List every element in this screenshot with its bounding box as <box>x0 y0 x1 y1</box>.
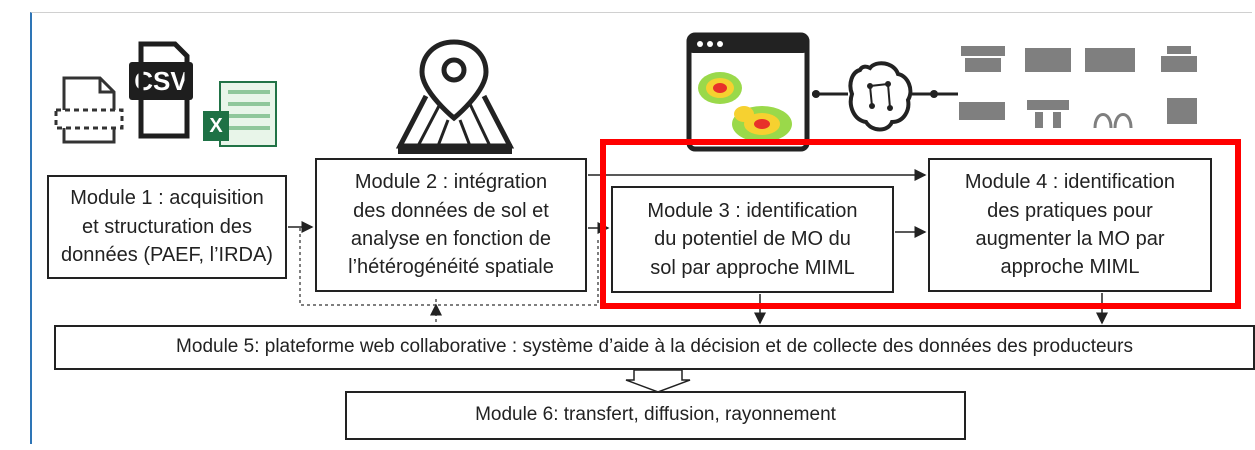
module-5-box: Module 5: plateforme web collaborative :… <box>54 325 1255 370</box>
hollow-down-arrow <box>625 369 691 393</box>
csv-file-icon <box>138 41 190 139</box>
module-6-box: Module 6: transfert, diffusion, rayonnem… <box>345 391 966 440</box>
diagram-frame <box>30 12 1252 444</box>
module-1-box: Module 1 : acquisition et structuration … <box>47 175 287 279</box>
farm-practices-icons <box>959 46 1197 129</box>
highlight-rectangle <box>600 139 1241 309</box>
ai-brain-icon <box>812 61 958 132</box>
file-icon <box>54 76 124 144</box>
module-3-box: Module 3 : identification du potentiel d… <box>611 186 894 293</box>
module-2-box: Module 2 : intégration des données de so… <box>315 158 587 292</box>
module-4-box: Module 4 : identification des pratiques … <box>928 158 1212 292</box>
excel-x-icon: X <box>203 111 229 141</box>
heatmap-browser-icon <box>686 32 810 152</box>
excel-icon <box>219 81 277 147</box>
map-pin-icon <box>395 39 515 154</box>
